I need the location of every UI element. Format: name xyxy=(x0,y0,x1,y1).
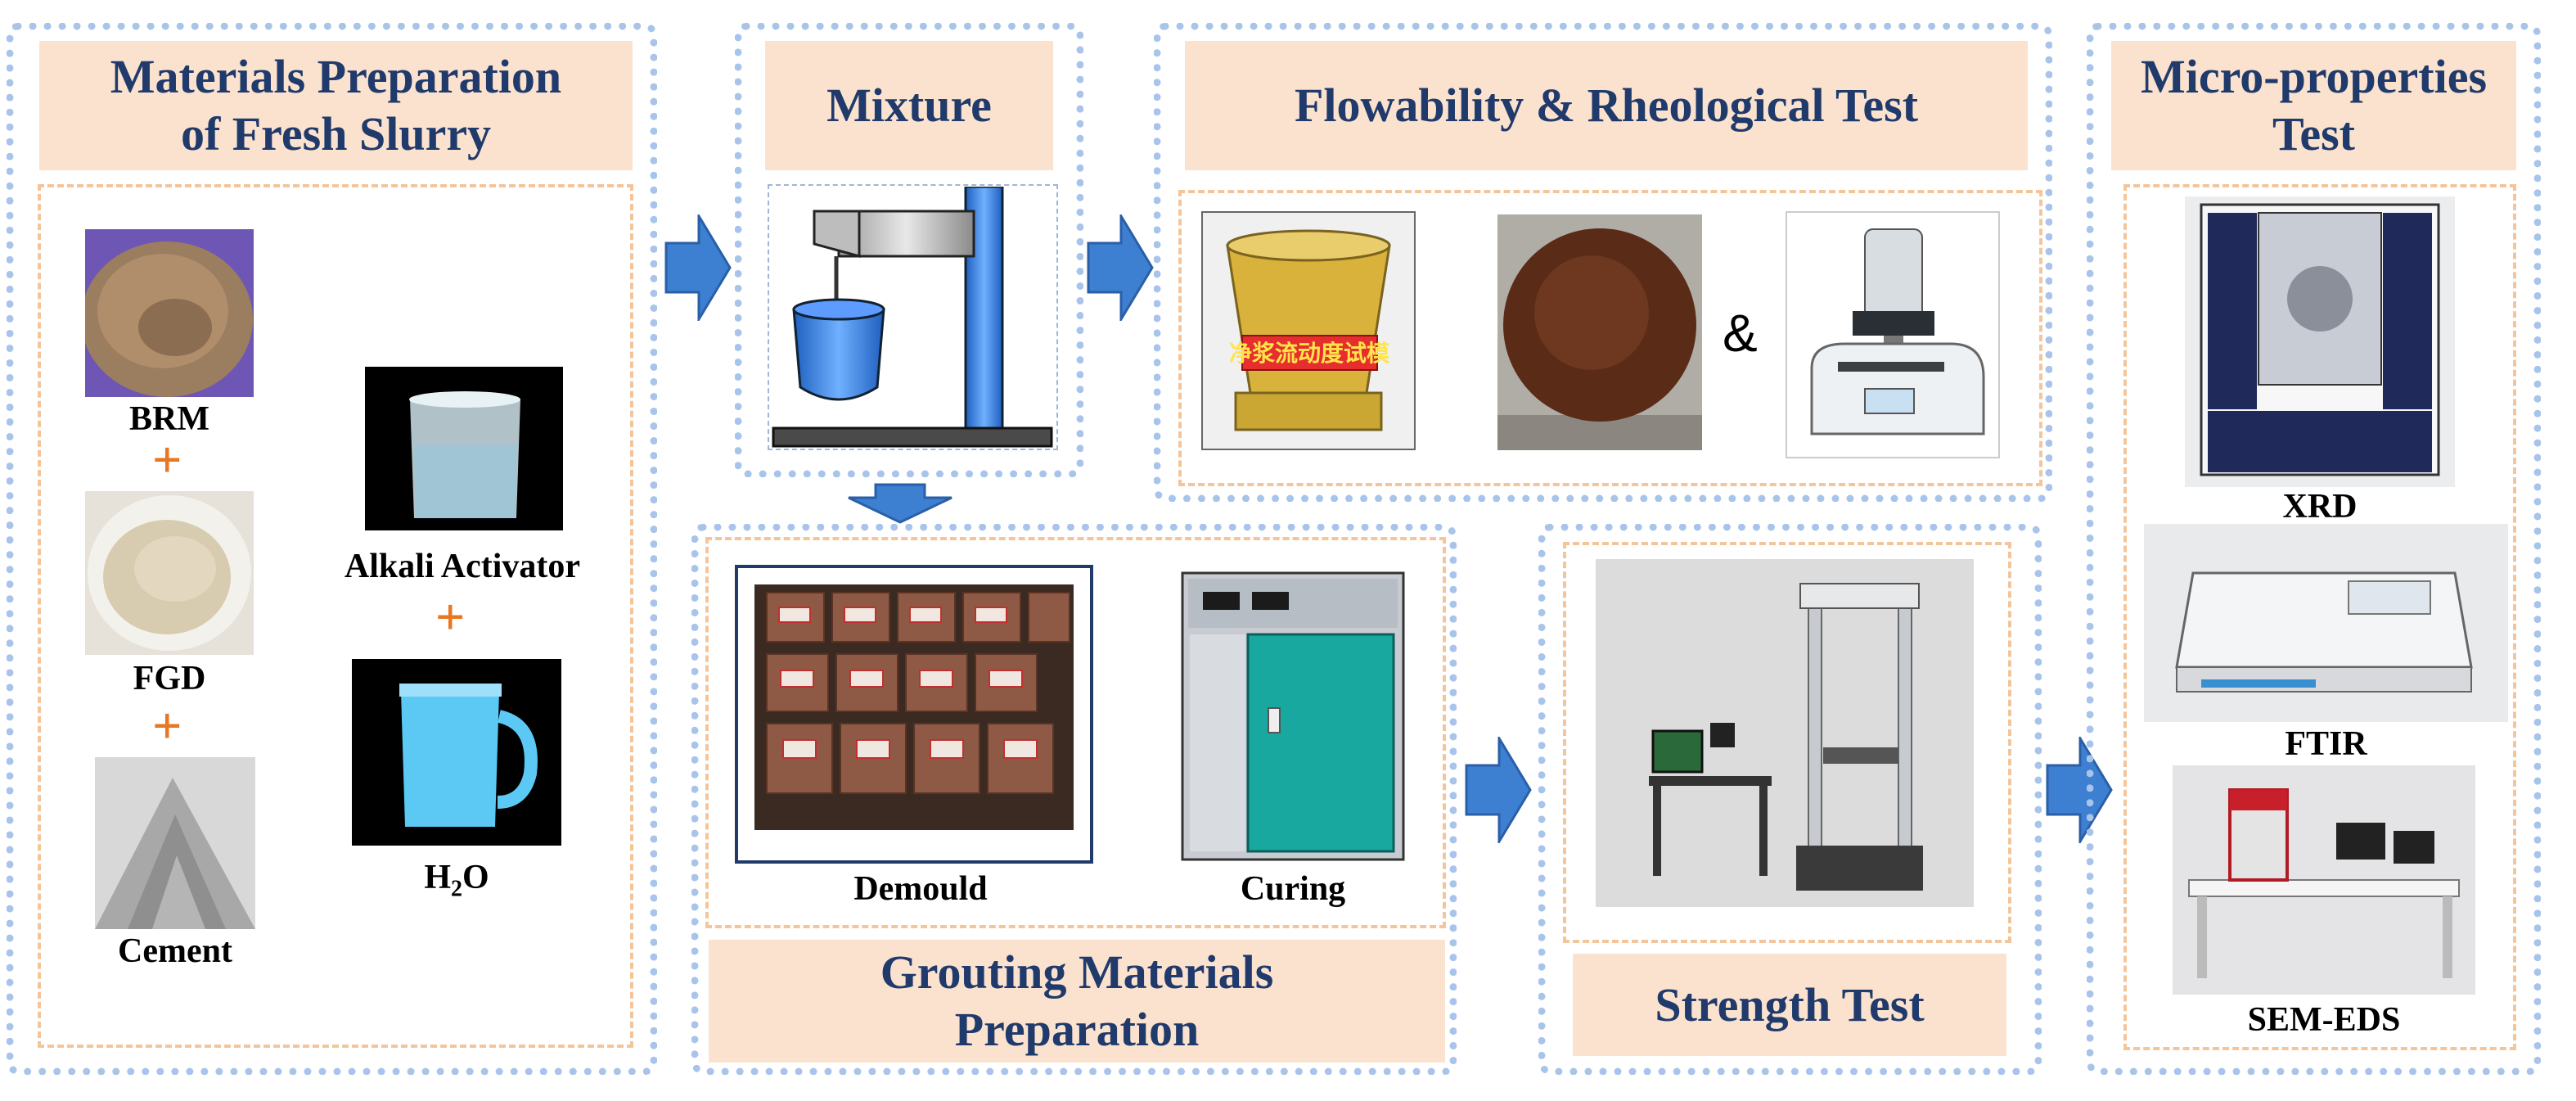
grouting-title-line2: Preparation xyxy=(954,1003,1200,1056)
arrow-to-grouting xyxy=(847,483,953,524)
plus-sign-1: + xyxy=(152,431,182,489)
slurry-spread-image xyxy=(1497,214,1702,450)
xrd-image xyxy=(2185,196,2455,487)
strength-panel xyxy=(1538,524,2042,1075)
curing-label: Curing xyxy=(1240,870,1346,908)
flowability-panel xyxy=(1154,23,2052,502)
alkali-activator-label: Alkali Activator xyxy=(344,548,581,585)
sem-eds-label: SEM-EDS xyxy=(2247,1001,2401,1039)
sem-eds-image xyxy=(2173,765,2475,995)
testing-machine-image xyxy=(1596,559,1974,907)
xrd-label: XRD xyxy=(2282,488,2358,526)
micro-properties-panel xyxy=(2087,23,2541,1075)
plus-sign-2: + xyxy=(152,697,182,755)
fgd-powder-image xyxy=(85,491,254,655)
plus-sign-3: + xyxy=(435,588,466,646)
materials-title-line1: Materials Preparation xyxy=(110,50,562,104)
arrow-to-micro xyxy=(2046,737,2113,843)
alkali-activator-image xyxy=(365,367,563,530)
arrow-to-mixture xyxy=(664,214,732,321)
water-image xyxy=(352,659,561,846)
grouting-panel xyxy=(691,524,1457,1075)
cement-powder-image xyxy=(95,757,255,929)
brm-powder-image xyxy=(85,229,254,397)
mixture-content-frame xyxy=(768,184,1058,450)
ampersand-label: & xyxy=(1723,304,1758,363)
cement-label: Cement xyxy=(118,932,232,970)
grouting-title-line1: Grouting Materials xyxy=(880,945,1274,999)
curing-chamber-image xyxy=(1178,569,1407,864)
ftir-image xyxy=(2144,524,2508,722)
strength-title: Strength Test xyxy=(1573,954,2006,1056)
materials-title-line2: of Fresh Slurry xyxy=(180,107,492,160)
mixture-title: Mixture xyxy=(765,41,1053,170)
grouting-content-frame xyxy=(705,537,1446,928)
water-o: O xyxy=(462,859,489,896)
mixture-panel xyxy=(735,23,1083,477)
rheometer-image xyxy=(1786,211,2000,458)
grouting-title: Grouting Materials Preparation xyxy=(709,940,1445,1063)
flow-cone-image: 净浆流动度试模 xyxy=(1201,211,1416,450)
arrow-to-strength xyxy=(1465,737,1532,843)
micro-title-line2: Test xyxy=(2272,107,2355,160)
water-subscript: 2 xyxy=(451,876,462,902)
water-h: H xyxy=(424,859,451,896)
micro-title-line1: Micro-properties xyxy=(2140,50,2488,104)
water-label: H2O xyxy=(352,858,561,902)
ftir-label: FTIR xyxy=(2285,725,2367,763)
strength-content-frame xyxy=(1563,542,2011,943)
materials-preparation-title: Materials Preparation of Fresh Slurry xyxy=(39,41,633,170)
materials-content-frame xyxy=(38,184,633,1048)
demould-image xyxy=(735,565,1093,864)
demould-label: Demould xyxy=(853,870,988,908)
mixer-illustration xyxy=(769,187,1056,449)
materials-preparation-panel xyxy=(7,23,657,1075)
fgd-label: FGD xyxy=(133,660,206,697)
flowability-title: Flowability & Rheological Test xyxy=(1185,41,2028,170)
flow-cone-sign: 净浆流动度试模 xyxy=(1229,340,1390,367)
micro-content-frame xyxy=(2123,184,2516,1050)
brm-label: BRM xyxy=(129,400,209,438)
micro-properties-title: Micro-properties Test xyxy=(2111,41,2516,170)
flowability-content-frame xyxy=(1178,190,2042,486)
arrow-to-flowability xyxy=(1087,214,1154,321)
